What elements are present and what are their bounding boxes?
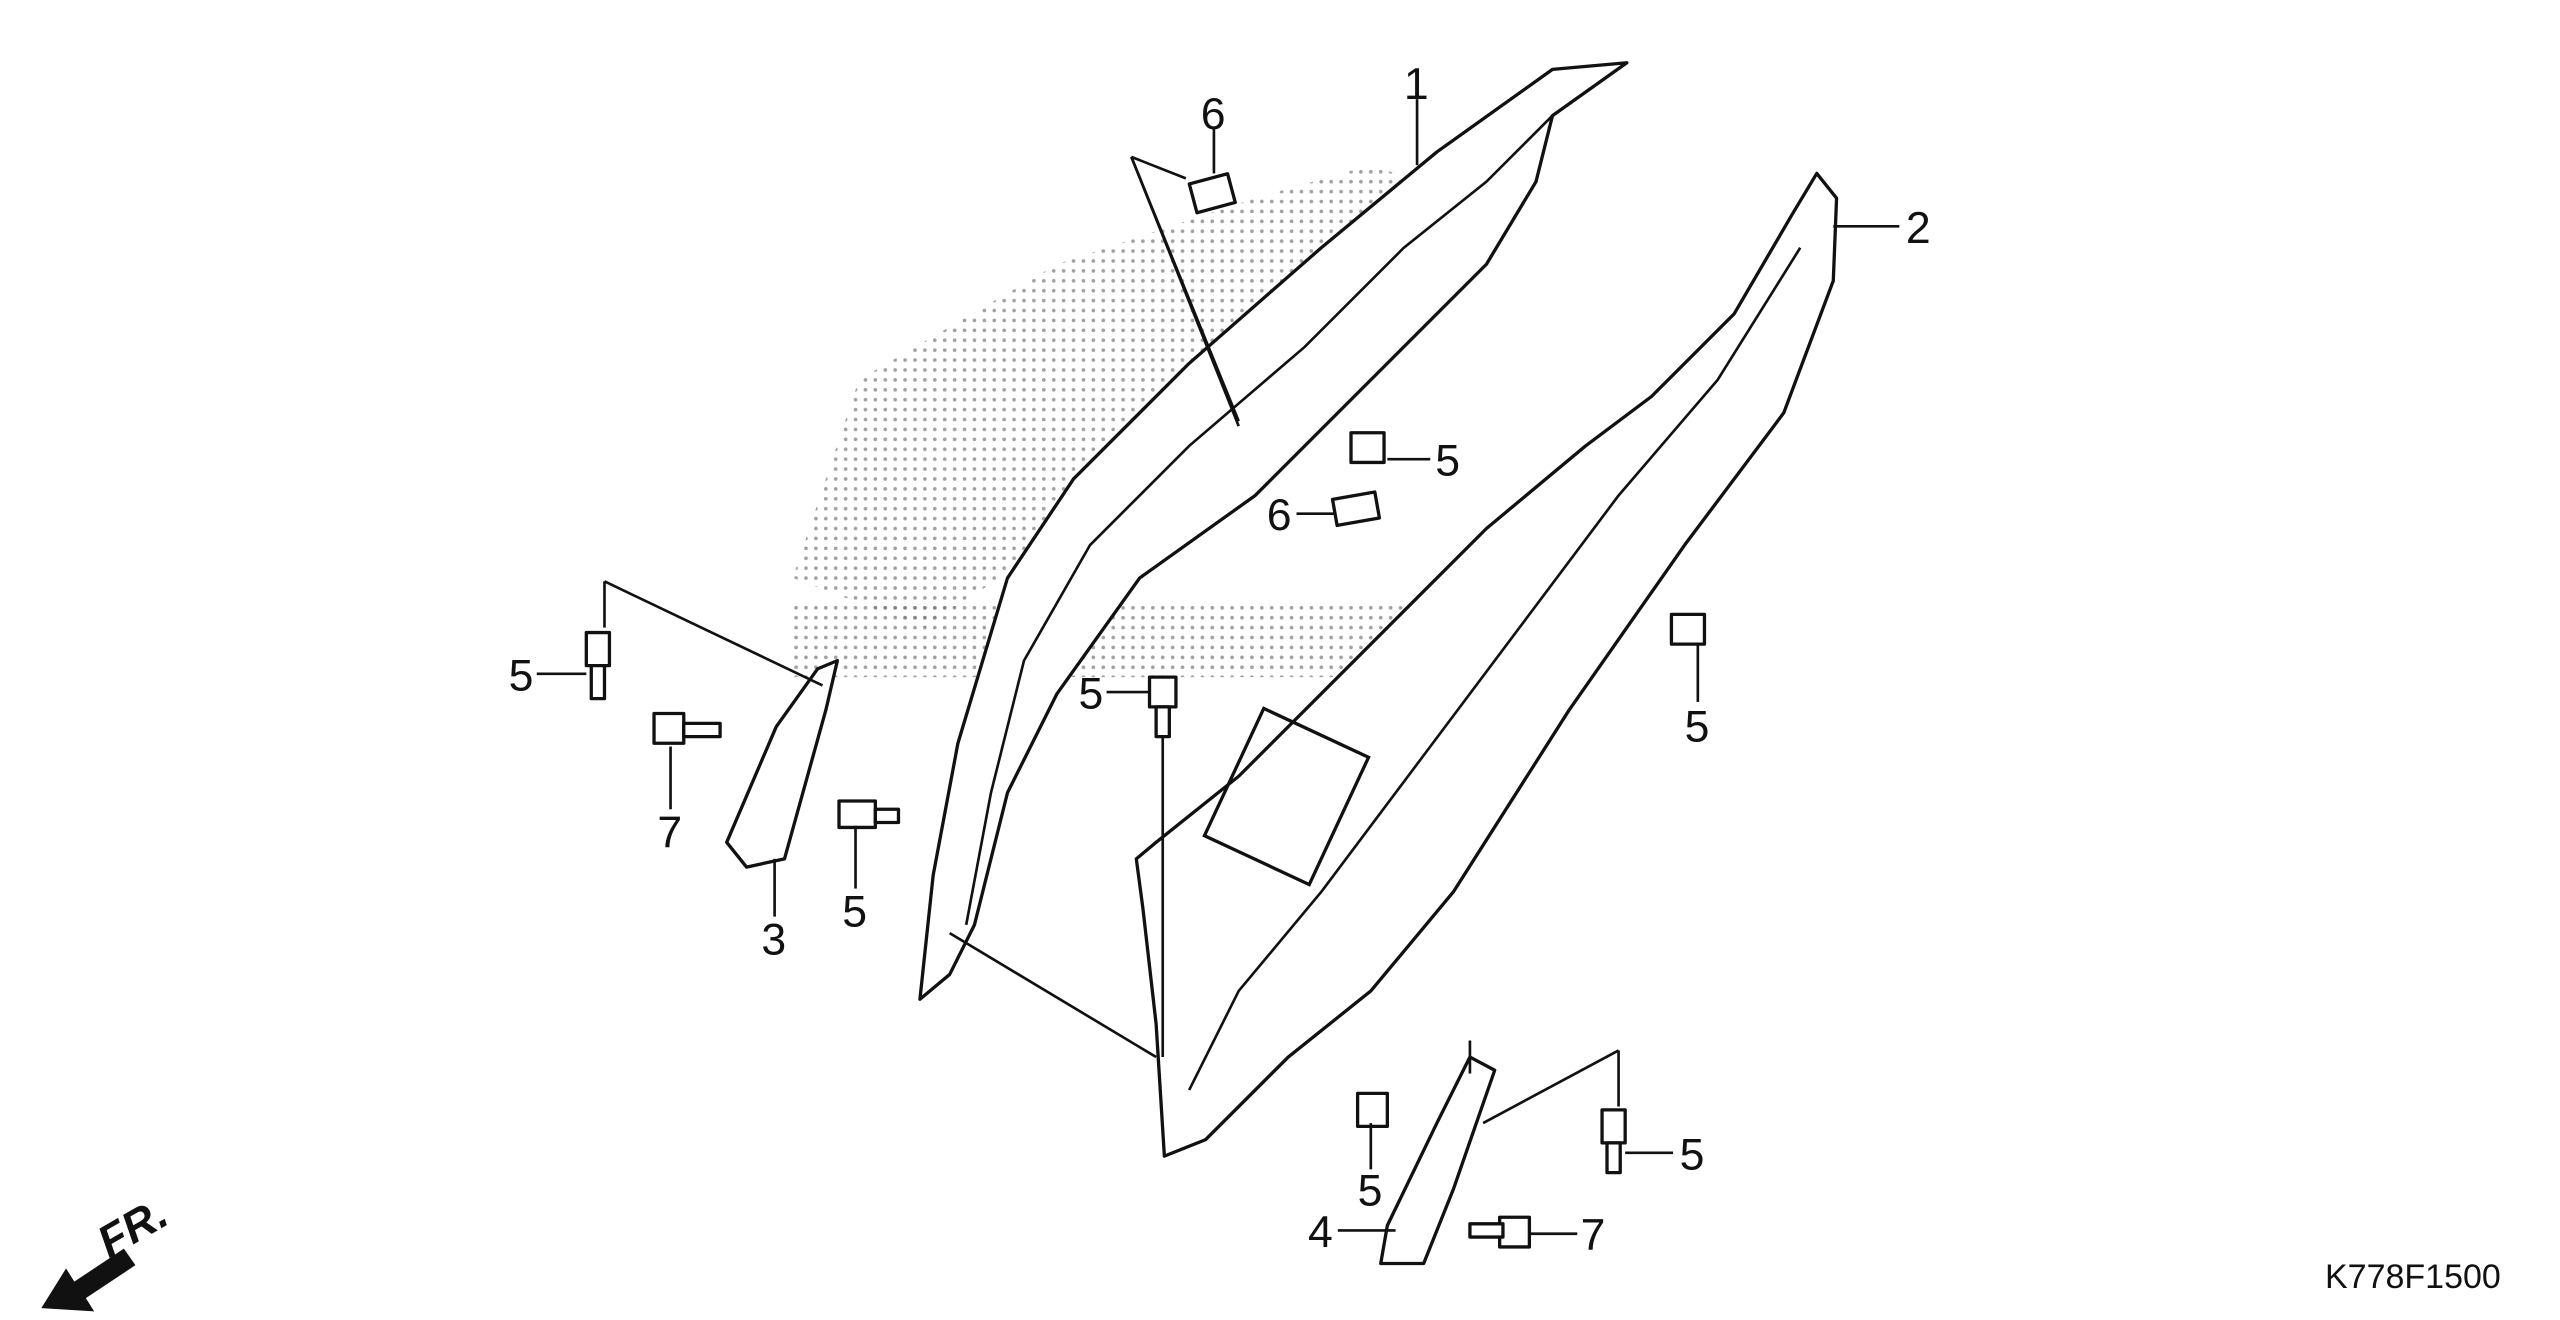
- callout-5: 5: [1435, 437, 1460, 486]
- callout-5: 5: [842, 888, 867, 937]
- callout-7: 7: [1581, 1211, 1606, 1260]
- bolt-fastener[interactable]: [652, 711, 722, 745]
- callout-6: 6: [1201, 90, 1226, 139]
- callout-7: 7: [657, 808, 682, 857]
- clip-fastener[interactable]: [584, 630, 612, 701]
- nut-clip[interactable]: [1187, 172, 1237, 215]
- front-arrow-icon: FR.: [41, 1189, 176, 1312]
- clip-fastener[interactable]: [1355, 1091, 1389, 1129]
- part-4-bracket[interactable]: [1379, 1055, 1497, 1266]
- part-3-bracket[interactable]: [725, 658, 840, 869]
- callout-4: 4: [1308, 1208, 1333, 1257]
- clip-fastener[interactable]: [837, 799, 901, 830]
- callout-3: 3: [761, 916, 786, 965]
- part-1-side-cover-inner[interactable]: [918, 61, 1629, 1001]
- bolt-fastener[interactable]: [1468, 1215, 1532, 1249]
- clip-fastener[interactable]: [1147, 675, 1178, 739]
- clip-fastener[interactable]: [1669, 612, 1707, 646]
- svg-text:FR.: FR.: [90, 1189, 177, 1267]
- callout-5: 5: [1358, 1167, 1383, 1216]
- clip-fastener[interactable]: [1349, 431, 1386, 465]
- cbf-emblem: [1202, 706, 1371, 887]
- callout-5: 5: [509, 651, 534, 700]
- callout-2: 2: [1906, 204, 1931, 253]
- callout-1: 1: [1404, 60, 1429, 109]
- clip-fastener[interactable]: [1600, 1108, 1627, 1175]
- callout-5: 5: [1680, 1130, 1705, 1179]
- nut-clip[interactable]: [1330, 490, 1382, 528]
- callout-6: 6: [1267, 491, 1292, 540]
- callout-5: 5: [1078, 670, 1103, 719]
- part-2-side-cover[interactable]: [1134, 171, 1839, 1158]
- diagram-code: K778F1500: [2325, 1258, 2501, 1296]
- callout-5: 5: [1685, 703, 1710, 752]
